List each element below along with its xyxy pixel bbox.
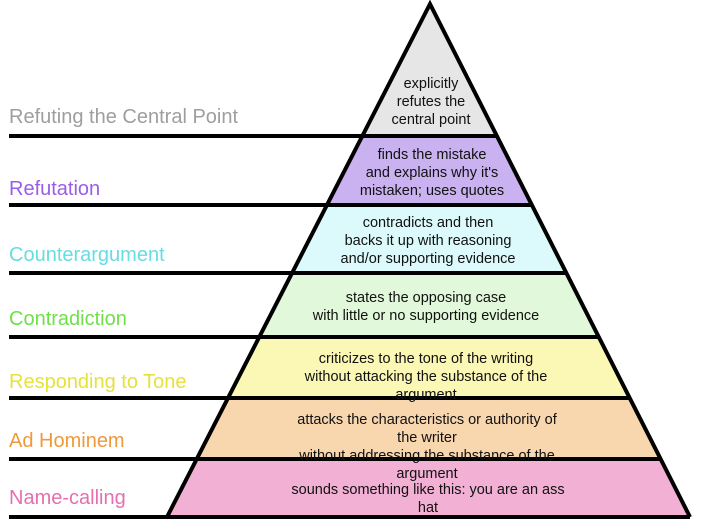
level-description-ad-hominem: attacks the characteristics or authority…: [297, 412, 557, 482]
level-description-refutation: finds the mistake and explains why it's …: [359, 147, 505, 199]
pyramid-tier-responding-to-tone: [228, 337, 630, 398]
level-description-name-calling: sounds something like this: you are an a…: [291, 482, 565, 516]
level-description-refuting-central-point: explicitly refutes the central point: [391, 76, 471, 128]
level-description-counterargument: contradicts and then backs it up with re…: [340, 215, 516, 267]
pyramid-tier-ad-hominem: [196, 398, 661, 459]
level-description-contradiction: states the opposing case with little or …: [312, 290, 540, 324]
level-label-responding-to-tone: Responding to Tone: [9, 371, 187, 393]
level-description-responding-to-tone: criticizes to the tone of the writing wi…: [304, 351, 548, 403]
level-label-contradiction: Contradiction: [9, 308, 127, 330]
pyramid-tier-contradiction: [259, 273, 599, 337]
level-label-ad-hominem: Ad Hominem: [9, 430, 125, 452]
pyramid-outline: [165, 0, 692, 518]
level-label-name-calling: Name-calling: [9, 487, 126, 509]
level-label-refuting-central-point: Refuting the Central Point: [9, 106, 239, 128]
pyramid-tier-refuting-central-point: [362, 4, 497, 136]
level-label-counterargument: Counterargument: [9, 244, 165, 266]
pyramid-tier-counterargument: [292, 205, 567, 273]
level-label-refutation: Refutation: [9, 178, 101, 200]
pyramid-tier-name-calling: [167, 459, 690, 517]
pyramid-tier-refutation: [326, 136, 532, 205]
